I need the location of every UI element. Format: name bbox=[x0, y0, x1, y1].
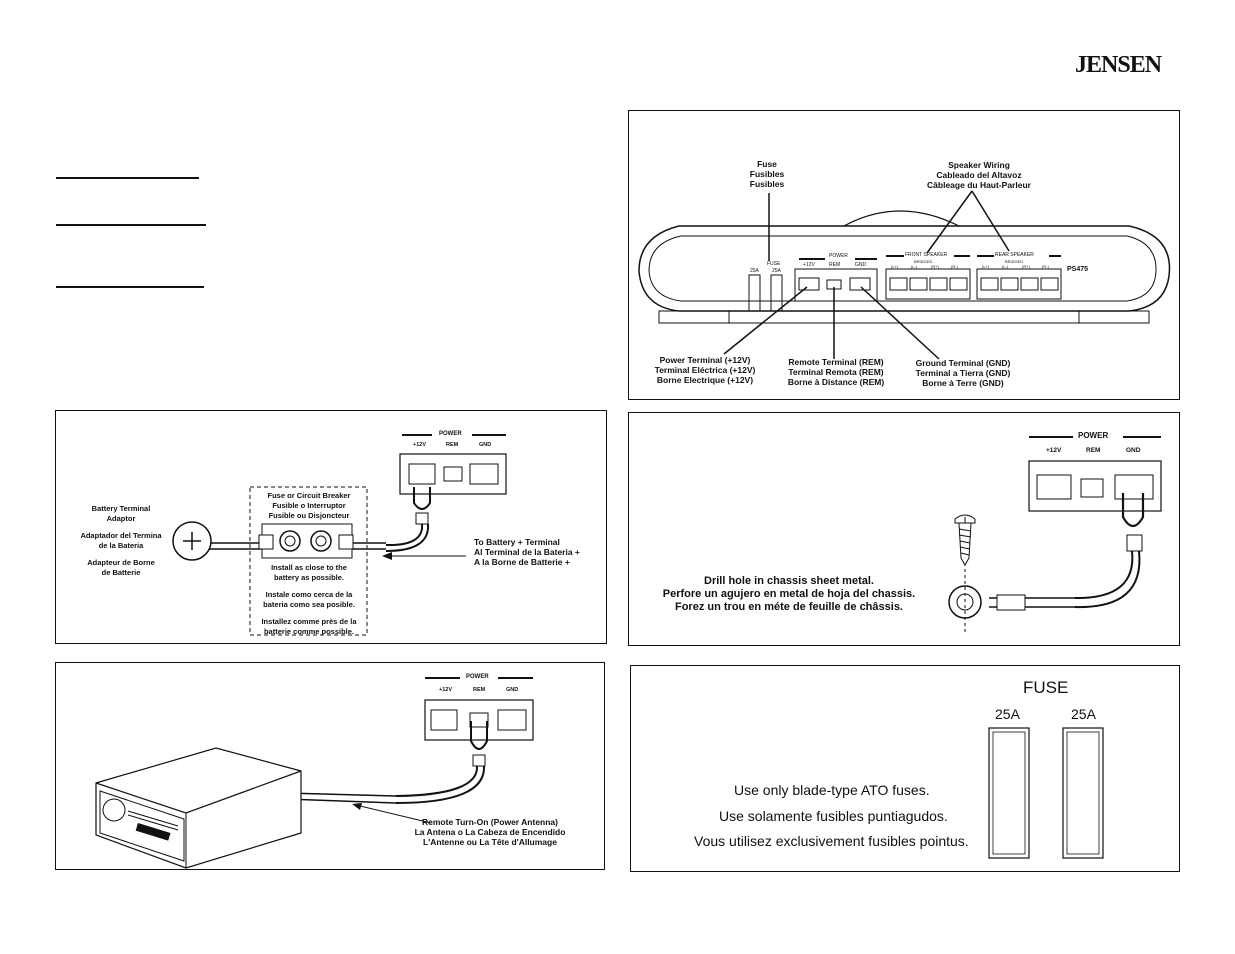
remote-turn-on-panel: POWER +12V REM GND Remote Turn-On (Power… bbox=[55, 662, 605, 870]
amp-terminal-rem: REM bbox=[829, 262, 841, 268]
fuse-rating-1: 25A bbox=[995, 706, 1020, 722]
amplifier-drawing bbox=[638, 190, 1171, 360]
amp-model: PS475 bbox=[1067, 266, 1089, 273]
amp-terminal-12v: +12V bbox=[803, 262, 815, 268]
ground-connection-panel: POWER +12V REM GND Drill hole in chassis… bbox=[628, 412, 1180, 646]
amp-terminal-gnd: GND bbox=[855, 262, 867, 268]
battery-wiring-drawing bbox=[172, 434, 507, 636]
amp-rear-ch-3: (R+) bbox=[1022, 264, 1030, 269]
amp-front-ch-1: (L+) bbox=[891, 264, 899, 269]
amp-rear-ch-4: (R-) bbox=[1042, 264, 1049, 269]
amp-fuse-label: FUSE bbox=[767, 261, 781, 267]
ground-wiring-drawing bbox=[948, 436, 1162, 635]
battery-terminal-gnd: GND bbox=[479, 442, 492, 448]
ground-power-label: POWER bbox=[1078, 431, 1109, 440]
amp-front-ch-3: (R+) bbox=[931, 264, 939, 269]
heading-rule-2 bbox=[56, 224, 206, 226]
battery-terminal-rem: REM bbox=[446, 442, 459, 448]
remote-wiring-drawing bbox=[95, 677, 534, 869]
amp-front-ch-2: (L-) bbox=[911, 264, 918, 269]
power-terminal-callout: Power Terminal (+12V) Terminal Eléctrica… bbox=[654, 355, 756, 385]
amp-fuse-rating-1: 25A bbox=[750, 268, 759, 274]
fuse-line-es: Use solamente fusibles puntiagudos. bbox=[719, 808, 948, 824]
amp-rear-label: REAR SPEAKER bbox=[995, 252, 1034, 258]
fuse-line-en: Use only blade-type ATO fuses. bbox=[734, 782, 930, 798]
battery-terminal-12v: +12V bbox=[413, 442, 426, 448]
remote-terminal-callout: Remote Terminal (REM) Terminal Remota (R… bbox=[787, 357, 885, 387]
fuse-callout: Fuse Fusibles Fusibles bbox=[749, 159, 785, 189]
amp-front-ch-4: (R-) bbox=[951, 264, 958, 269]
drill-instruction: Drill hole in chassis sheet metal. Perfo… bbox=[662, 575, 916, 613]
remote-turn-on-label: Remote Turn-On (Power Antenna) La Antena… bbox=[414, 817, 566, 847]
remote-terminal-12v: +12V bbox=[439, 687, 452, 693]
brand-logo: JENSEN bbox=[1075, 52, 1162, 78]
remote-terminal-rem: REM bbox=[473, 687, 486, 693]
fuse-line-fr: Vous utilisez exclusivement fusibles poi… bbox=[694, 833, 969, 849]
fuse-title: FUSE bbox=[1023, 678, 1069, 697]
ground-terminal-callout: Ground Terminal (GND) Terminal a Tierra … bbox=[915, 358, 1011, 388]
ground-terminal-gnd: GND bbox=[1126, 447, 1141, 454]
amp-fuse-rating-2: 25A bbox=[772, 268, 781, 274]
speaker-wiring-callout: Speaker Wiring Cableado del Altavoz Câbl… bbox=[927, 160, 1031, 190]
amp-front-bridged: BRIDGED bbox=[914, 259, 933, 264]
remote-power-label: POWER bbox=[466, 674, 489, 680]
amplifier-overview-panel: Fuse Fusibles Fusibles Speaker Wiring Ca… bbox=[628, 110, 1180, 400]
ground-terminal-12v: +12V bbox=[1046, 447, 1062, 454]
fuse-rating-2: 25A bbox=[1071, 706, 1096, 722]
fuse-breaker-label: Fuse or Circuit Breaker Fusible o Interr… bbox=[267, 491, 351, 520]
heading-rule-3 bbox=[56, 286, 204, 288]
amp-front-label: FRONT SPEAKER bbox=[905, 252, 948, 258]
amp-power-label: POWER bbox=[829, 253, 848, 259]
battery-power-label: POWER bbox=[439, 431, 462, 437]
fuse-drawing bbox=[988, 727, 1104, 859]
amp-rear-ch-1: (L+) bbox=[982, 264, 990, 269]
ground-terminal-rem: REM bbox=[1086, 447, 1101, 454]
fuse-info-panel: FUSE 25A 25A Use only blade-type ATO fus… bbox=[630, 665, 1180, 872]
amp-rear-bridged: BRIDGED bbox=[1005, 259, 1024, 264]
remote-terminal-gnd: GND bbox=[506, 687, 519, 693]
heading-rule-1 bbox=[56, 177, 199, 179]
to-battery-label: To Battery + Terminal Al Terminal de la … bbox=[474, 537, 580, 567]
amp-rear-ch-2: (L-) bbox=[1002, 264, 1009, 269]
